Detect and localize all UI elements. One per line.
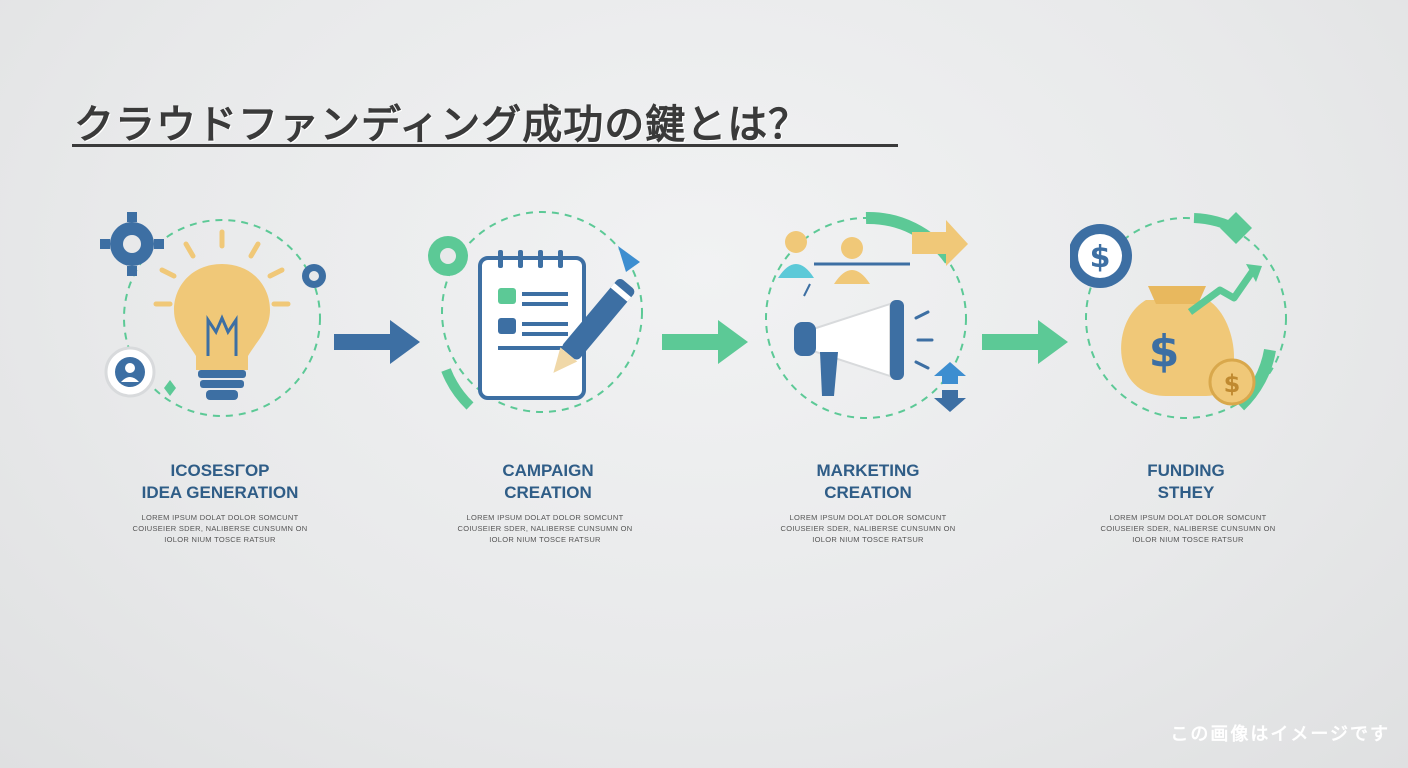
diamond-icon <box>1220 212 1252 244</box>
lightbulb-icon <box>174 264 270 400</box>
step-1-label: ICOSESΓOP IDEA GENERATION <box>100 460 340 504</box>
megaphone-icon <box>794 300 934 396</box>
step-3-label: MARKETING CREATION <box>748 460 988 504</box>
corner-arrow-icon <box>618 246 640 272</box>
step-4-label: FUNDING STΗEY <box>1066 460 1306 504</box>
swap-icon <box>164 380 176 396</box>
watermark: この画像はイメージです <box>1170 724 1390 745</box>
step-1-label-line-1: ICOSESΓOP <box>170 461 270 480</box>
gear-icon <box>100 212 164 276</box>
notepad-icon <box>478 250 586 400</box>
step-4-label-line-1: FUNDING <box>1147 461 1225 480</box>
page-title: クラウドファンディング成功の鍵とは？ <box>74 102 810 148</box>
step-2-description: LOREM IPSUM DOLAT DOLOR SOMCUNT COIUSEIE… <box>457 513 633 544</box>
step-4-description: LOREM IPSUM DOLAT DOLOR SOMCUNT COIUSEIE… <box>1100 513 1276 544</box>
growth-arrow-icon <box>1187 270 1255 315</box>
dollar-coin-icon: $ <box>1070 224 1132 288</box>
svg-text:$: $ <box>1090 240 1111 275</box>
step-4-label-line-2: STΗEY <box>1157 483 1215 502</box>
arrow-icon <box>912 220 968 266</box>
step-3-illustration <box>765 211 968 419</box>
arrow-right-icon <box>982 320 1068 364</box>
step-2-label: CAMPAIGN CREATION <box>428 460 668 504</box>
step-3-label-line-1: MARKETING <box>816 461 920 480</box>
step-2-label-line-2: CREATION <box>504 483 592 502</box>
sparkle-icon <box>153 229 291 307</box>
step-1-illustration <box>100 212 326 417</box>
people-icon <box>778 231 910 297</box>
gear-icon <box>428 236 468 276</box>
step-1-description: LOREM IPSUM DOLAT DOLOR SOMCUNT COIUSEIE… <box>132 513 308 544</box>
pencil-icon <box>553 278 635 373</box>
step-3-description: LOREM IPSUM DOLAT DOLOR SOMCUNT COIUSEIE… <box>780 513 956 544</box>
step-3-label-line-2: CREATION <box>824 483 912 502</box>
step-1-label-line-2: IDEA GENERATION <box>141 483 299 502</box>
arrow-right-icon <box>662 320 748 364</box>
step-2-label-line-1: CAMPAIGN <box>502 461 594 480</box>
money-bag-icon: $ <box>1121 286 1235 396</box>
arrow-right-icon <box>334 320 420 364</box>
step-2-illustration <box>428 211 643 413</box>
title-underline <box>72 144 898 147</box>
user-icon <box>104 346 156 398</box>
up-down-arrow-icon <box>934 362 966 412</box>
svg-text:$: $ <box>1224 370 1241 398</box>
small-gear-icon <box>302 264 326 288</box>
svg-text:$: $ <box>1149 326 1180 377</box>
step-4-illustration: $ $ $ <box>1070 212 1287 419</box>
gold-coin-icon: $ <box>1208 358 1256 406</box>
